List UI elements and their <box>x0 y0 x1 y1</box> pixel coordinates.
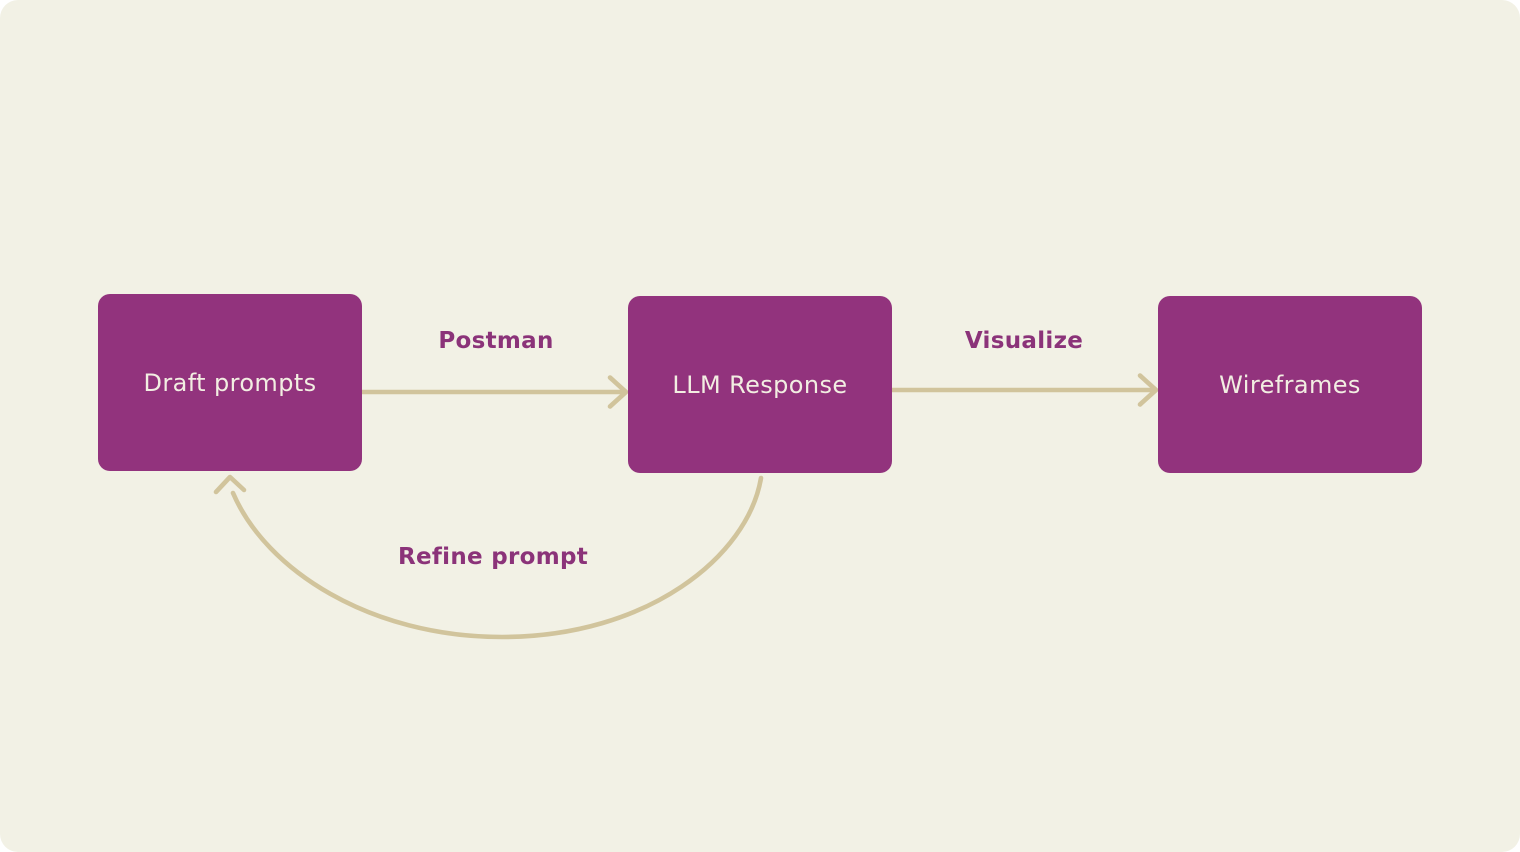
edge-llm-to-wireframes <box>889 373 1159 407</box>
node-draft-prompts[interactable]: Draft prompts <box>98 294 362 471</box>
edge-label-postman: Postman <box>438 328 554 354</box>
arrowhead-up-icon <box>213 474 247 495</box>
node-wireframes[interactable]: Wireframes <box>1158 296 1422 473</box>
arrowhead-right-icon <box>1137 373 1159 407</box>
edge-label-visualize: Visualize <box>964 328 1084 354</box>
node-wireframes-label: Wireframes <box>1219 370 1361 399</box>
edge-draft-to-llm <box>359 375 629 409</box>
arrowhead-right-icon <box>607 375 629 409</box>
node-llm-response-label: LLM Response <box>672 370 848 399</box>
node-llm-response[interactable]: LLM Response <box>628 296 892 473</box>
edge-label-refine-prompt: Refine prompt <box>397 544 589 570</box>
node-draft-prompts-label: Draft prompts <box>143 368 317 397</box>
